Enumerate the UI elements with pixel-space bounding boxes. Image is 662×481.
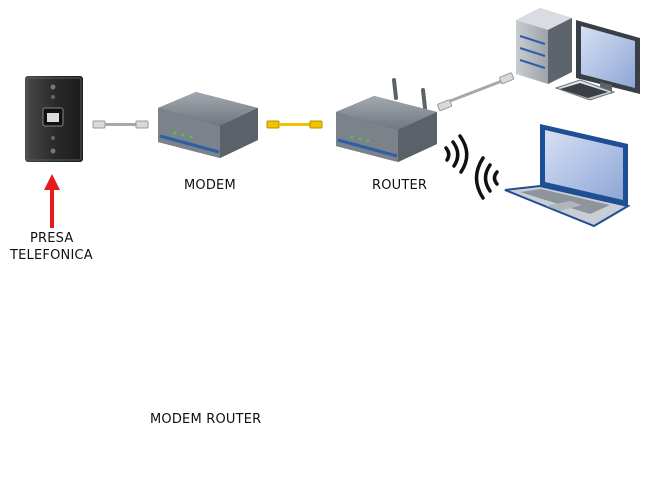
cable-modem-router xyxy=(266,120,323,129)
wifi-signal-icon xyxy=(444,134,469,174)
wall-jack-top xyxy=(25,76,83,162)
router-icon xyxy=(336,78,437,162)
modem-router-label: MODEM ROUTER xyxy=(150,412,262,427)
red-arrow-up xyxy=(44,174,60,228)
presa-label-line1: PRESA xyxy=(30,231,74,246)
wifi-signal-icon xyxy=(474,156,499,200)
laptop-icon xyxy=(504,124,631,228)
presa-label-line2: TELEFONICA xyxy=(10,248,93,263)
cable-router-desktop-top xyxy=(437,72,515,112)
cable-jack-modem-top xyxy=(92,120,149,129)
modem-label: MODEM xyxy=(184,178,236,193)
router-label: ROUTER xyxy=(372,178,428,193)
desktop-computer-icon xyxy=(516,8,640,101)
modem-icon xyxy=(158,92,258,158)
